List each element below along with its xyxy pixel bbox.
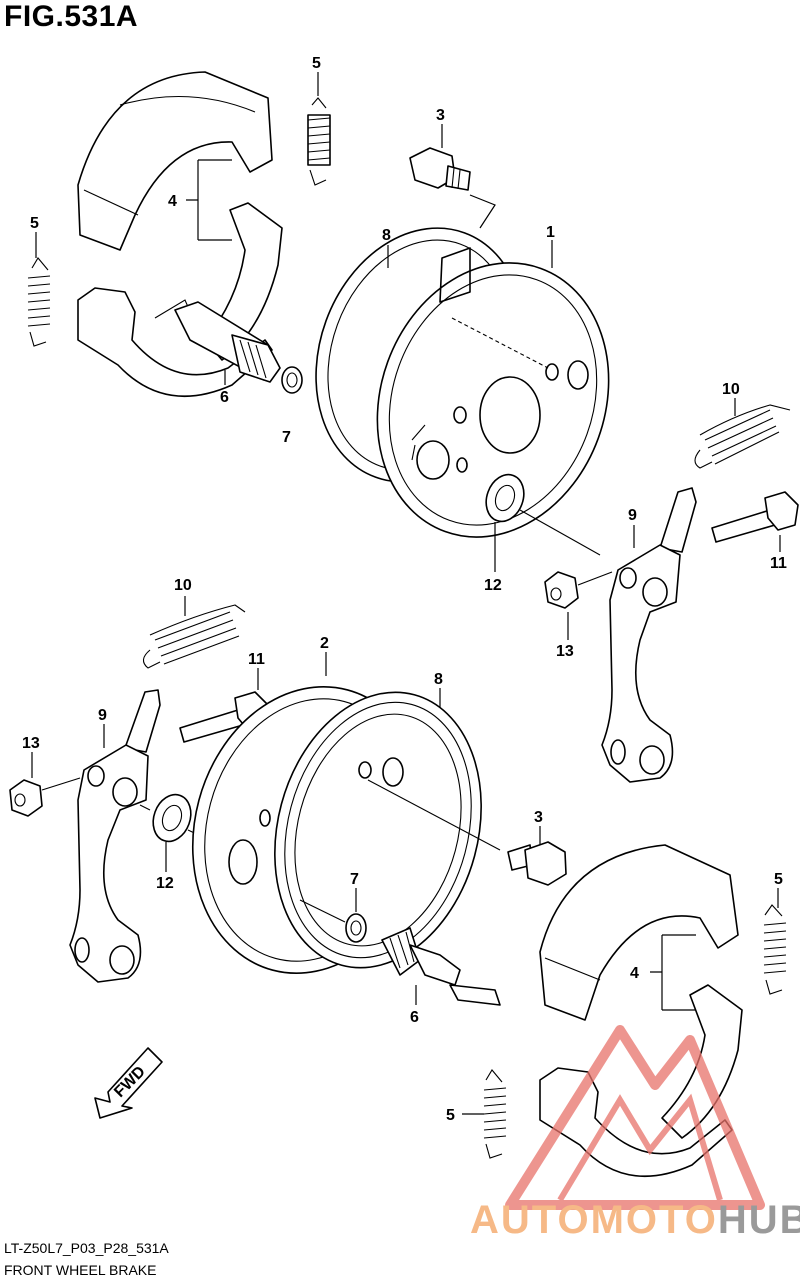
callout-1: 1 <box>546 224 555 241</box>
brake-cam-shaft-lower <box>381 927 501 1006</box>
figure-title: FIG.531A <box>4 0 139 33</box>
callout-3b: 3 <box>534 809 543 826</box>
dash-cam-path-upper <box>519 509 601 556</box>
return-spring-3 <box>763 904 787 995</box>
washer-12-lower <box>152 793 192 843</box>
lever-spring-lower <box>142 604 246 669</box>
bolt-lower <box>507 841 567 886</box>
watermark-text: AUTOMOTOHUB <box>470 1198 800 1243</box>
lever-spring-upper <box>694 404 791 469</box>
brake-panel-upper <box>376 247 610 538</box>
callout-6a: 6 <box>220 389 229 406</box>
return-spring-2 <box>27 257 51 347</box>
leader-bolt-to-drum <box>469 194 496 229</box>
nut-13-upper <box>544 571 579 609</box>
callout-6b: 6 <box>410 1009 419 1026</box>
callout-10a: 10 <box>722 381 740 398</box>
bolt-11-upper <box>711 491 799 543</box>
callout-3a: 3 <box>436 107 445 124</box>
callout-10b: 10 <box>174 577 192 594</box>
leader-4b <box>650 934 696 1011</box>
callout-5a: 5 <box>312 55 321 72</box>
washer-12-upper <box>485 473 525 523</box>
bolt-upper <box>409 147 471 191</box>
brake-shoe-lower <box>539 844 743 1177</box>
callout-13a: 13 <box>556 643 574 660</box>
callout-4b: 4 <box>630 965 639 982</box>
callout-5c: 5 <box>774 871 783 888</box>
return-spring-4 <box>483 1069 507 1159</box>
callout-11a: 11 <box>770 555 787 572</box>
callout-12b: 12 <box>156 875 174 892</box>
drum-seal-lower <box>274 691 482 969</box>
callout-8b: 8 <box>434 671 443 688</box>
callout-9a: 9 <box>628 507 637 524</box>
washer-lower <box>345 913 367 943</box>
callout-13b: 13 <box>22 735 40 752</box>
callout-5d: 5 <box>446 1107 455 1124</box>
callout-11b: 11 <box>248 651 265 668</box>
callout-8a: 8 <box>382 227 391 244</box>
nut-13-lower <box>9 779 43 817</box>
callout-9b: 9 <box>98 707 107 724</box>
watermark-text-part2: HUB <box>717 1198 800 1242</box>
callout-12a: 12 <box>484 577 502 594</box>
callout-5b: 5 <box>30 215 39 232</box>
figure-caption: FRONT WHEEL BRAKE <box>4 1262 157 1278</box>
reference-code: LT-Z50L7_P03_P28_531A <box>4 1240 169 1256</box>
brake-arm-lower <box>69 689 161 983</box>
brake-cam-shaft-upper <box>174 301 281 383</box>
brake-arm-upper <box>601 487 697 783</box>
callout-7a: 7 <box>282 429 291 446</box>
watermark-logo <box>505 1025 765 1210</box>
callout-7b: 7 <box>350 871 359 888</box>
callout-2: 2 <box>320 635 329 652</box>
washer-upper <box>281 366 303 394</box>
return-spring-1 <box>307 97 331 186</box>
watermark-text-part1: AUTOMOTO <box>470 1198 718 1242</box>
callout-4a: 4 <box>168 193 177 210</box>
fwd-arrow-icon: FWD <box>94 1047 163 1119</box>
leader-4a <box>186 159 232 241</box>
